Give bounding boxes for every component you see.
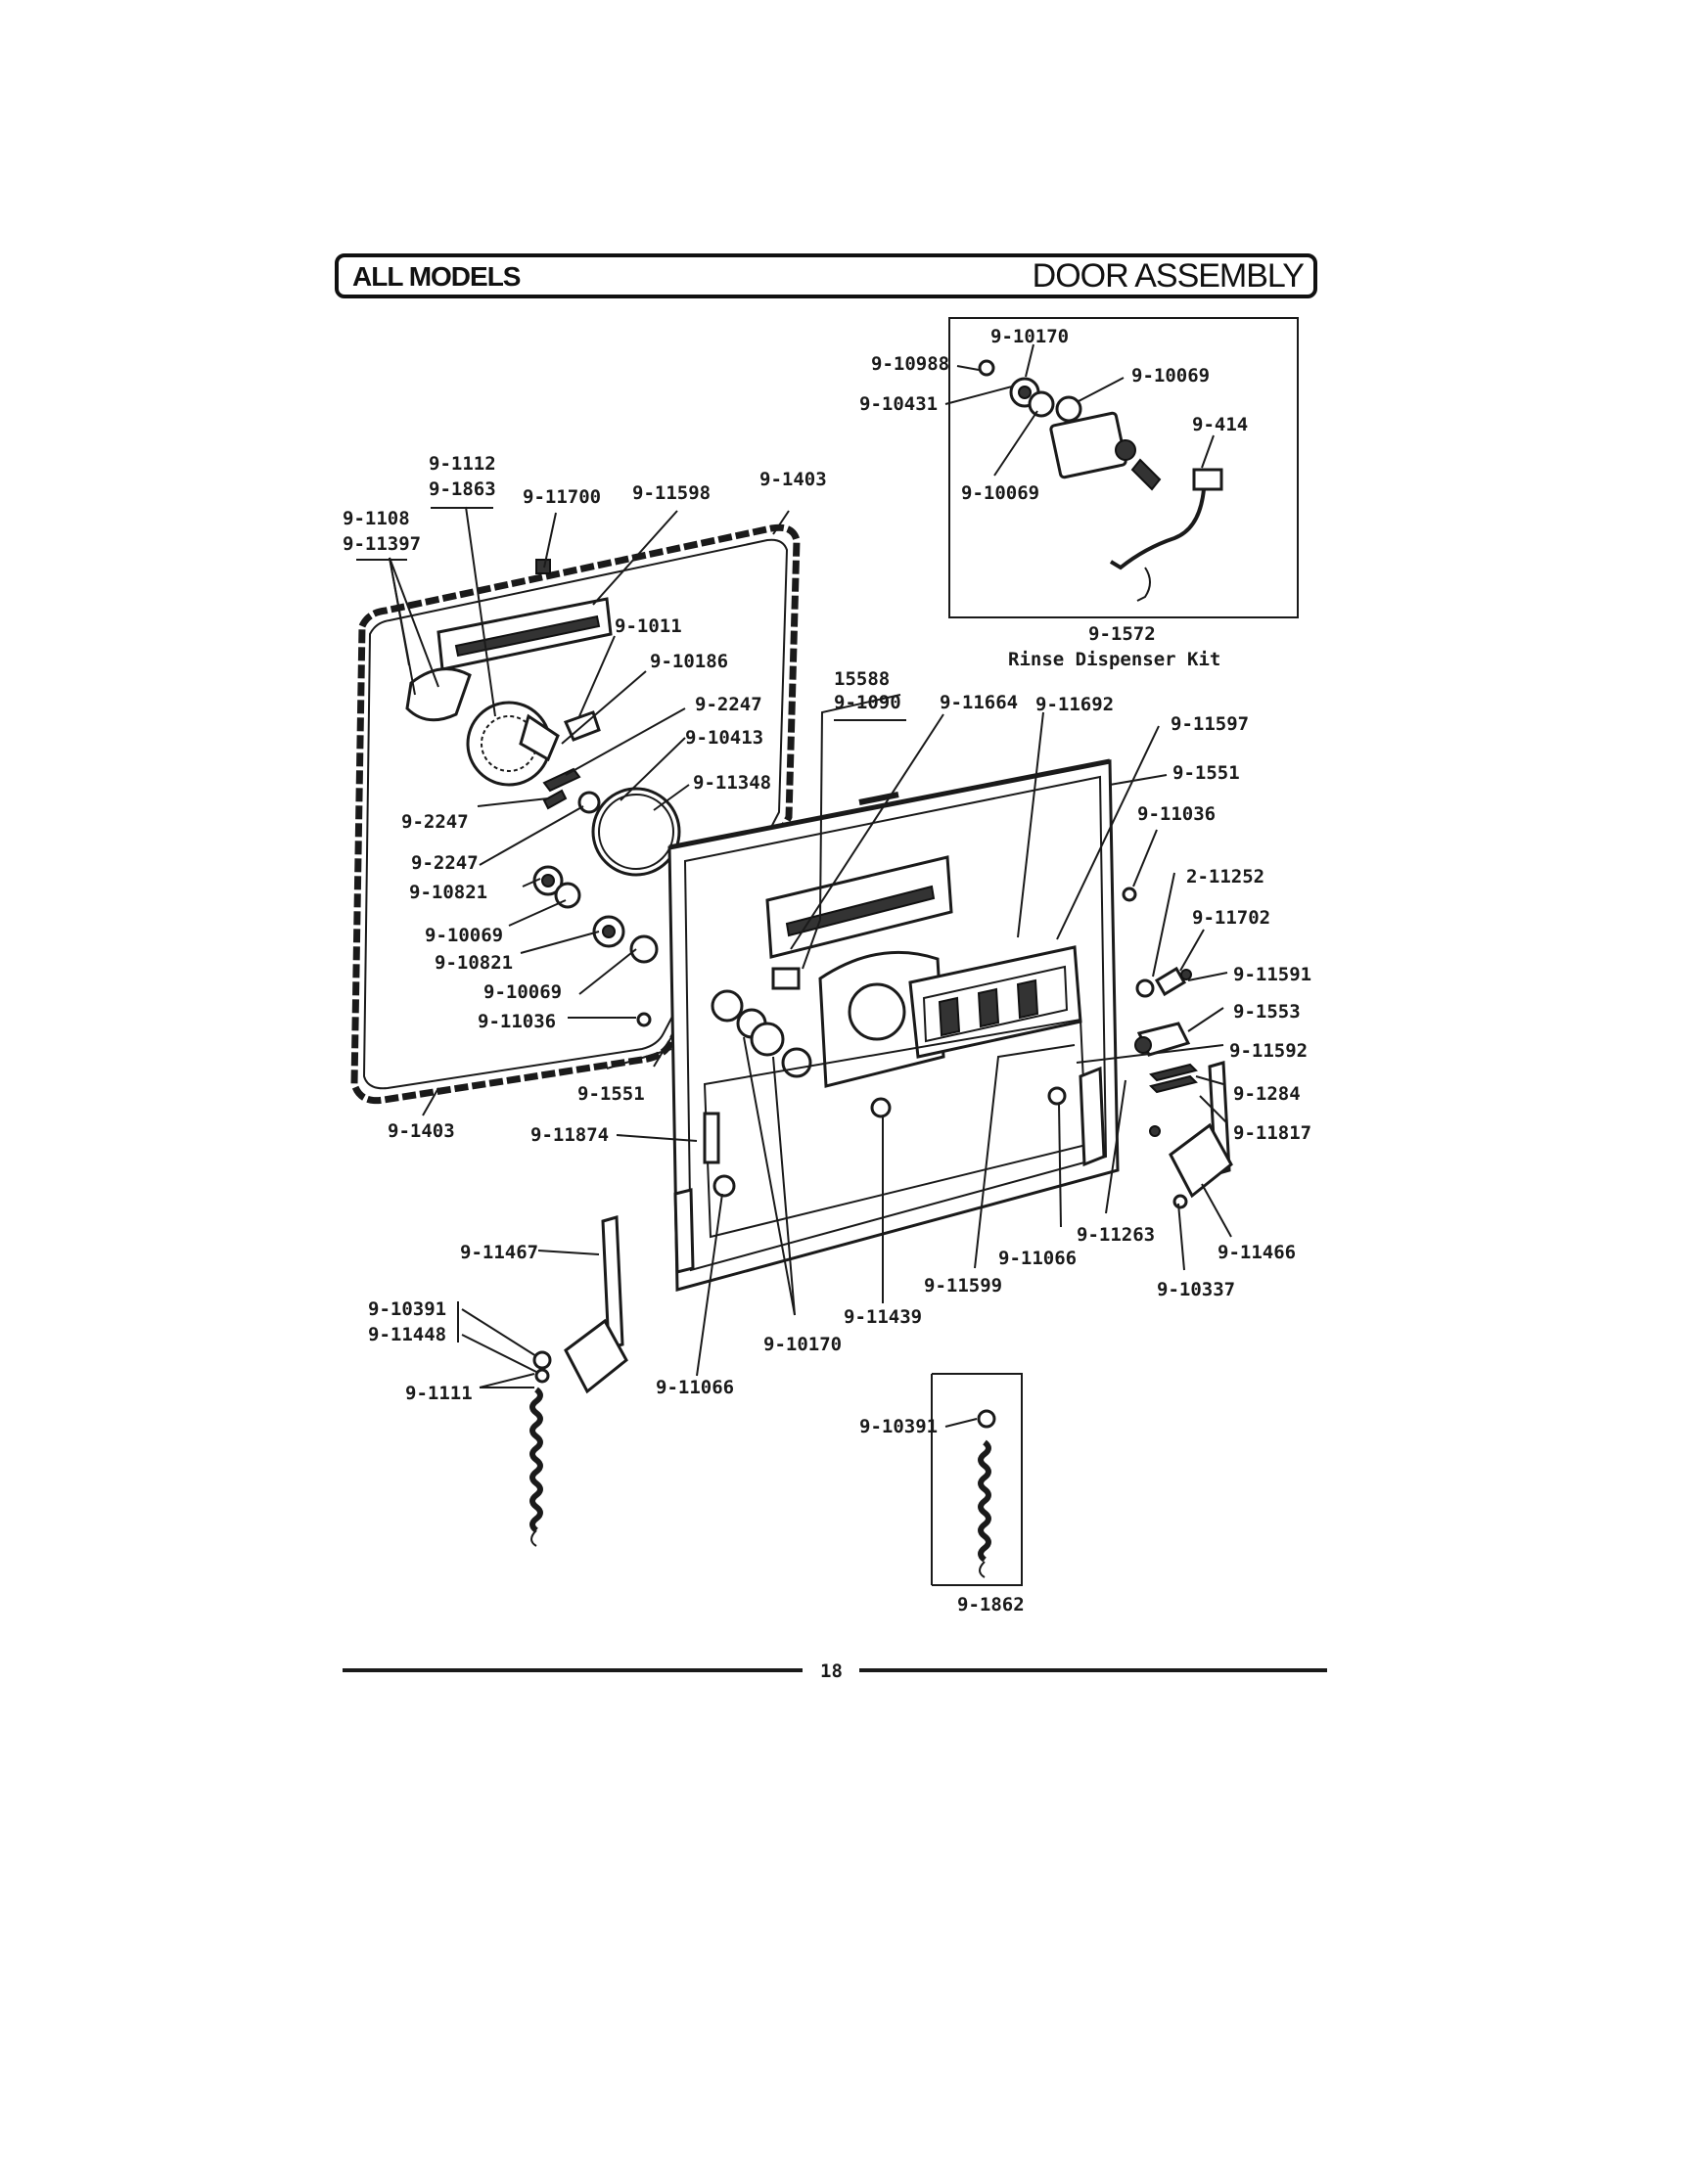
- part-label: 9-11597: [1171, 713, 1249, 735]
- part-label: 9-2247: [411, 852, 479, 874]
- part-label: 9-11664: [940, 692, 1018, 713]
- kit-part-number: 9-1572: [1088, 623, 1156, 645]
- part-label: 9-11598: [632, 482, 711, 504]
- part-label: 9-1863: [429, 478, 496, 500]
- door-spring: [529, 1387, 543, 1533]
- part-label: 9-2247: [401, 811, 469, 833]
- knob-part: [405, 667, 472, 722]
- part-label: 9-11448: [368, 1324, 446, 1345]
- dispenser-body-part: [1049, 411, 1127, 479]
- part-label: 9-10186: [650, 651, 728, 672]
- actuator-part: [1130, 458, 1162, 491]
- part-label: 9-11397: [343, 533, 421, 555]
- part-label: 9-11467: [460, 1242, 538, 1263]
- part-label: 9-11466: [1218, 1242, 1296, 1263]
- part-label: 9-1111: [405, 1383, 473, 1404]
- inner-door-liner: [667, 758, 1120, 1292]
- part-label: 9-11263: [1077, 1224, 1155, 1246]
- hinge-left: [601, 1215, 624, 1350]
- spring-kit-spring: [978, 1439, 991, 1563]
- part-label: 9-11700: [523, 486, 601, 508]
- part-label: 9-11439: [844, 1306, 922, 1328]
- part-label: 9-1011: [615, 615, 682, 637]
- part-label: 9-1112: [429, 453, 496, 475]
- part-label: 9-1108: [343, 508, 410, 529]
- part-label: 9-10337: [1157, 1279, 1235, 1300]
- part-label: 9-10988: [871, 353, 949, 375]
- part-label: 9-11036: [478, 1011, 556, 1032]
- part-label: 9-11591: [1233, 964, 1311, 985]
- part-label: 9-10170: [763, 1334, 842, 1355]
- part-label: 9-11592: [1229, 1040, 1308, 1062]
- part-label: 9-10170: [990, 326, 1069, 347]
- part-label: 9-1551: [1172, 762, 1240, 784]
- kit-part-number: 9-1862: [957, 1594, 1025, 1615]
- vent-part: [703, 1112, 720, 1164]
- spring-part: [542, 767, 581, 793]
- wire-lead: [1109, 488, 1206, 570]
- part-label: 9-1403: [759, 469, 827, 490]
- spring-kit-inset: 9-10391 9-1862: [859, 1373, 1025, 1615]
- part-label: 9-11348: [693, 772, 771, 794]
- part-label: 9-10069: [483, 981, 562, 1003]
- part-label: 9-11692: [1035, 694, 1114, 715]
- part-label: 9-11066: [656, 1377, 734, 1398]
- part-label: 15588: [834, 668, 890, 690]
- kit-caption: Rinse Dispenser Kit: [1008, 649, 1220, 670]
- part-label: 9-11817: [1233, 1122, 1311, 1144]
- part-label: 9-1090: [834, 692, 901, 713]
- part-labels: 9-1112 9-1863 9-11700 9-11598 9-1403 9-1…: [343, 453, 1311, 1404]
- part-label: 9-414: [1192, 414, 1248, 435]
- leader-lines: [356, 506, 1232, 1388]
- left-hinge-spring: [529, 1215, 628, 1547]
- part-label: 9-2247: [695, 694, 762, 715]
- latch-assembly: [1122, 887, 1233, 1209]
- part-label: 9-10413: [685, 727, 763, 749]
- part-label: 9-11066: [998, 1248, 1077, 1269]
- gasket-part: [1055, 395, 1082, 423]
- part-label: 9-1284: [1233, 1083, 1301, 1105]
- gasket-part: [1028, 390, 1055, 418]
- part-label: 9-1553: [1233, 1001, 1301, 1023]
- part-label: 9-10431: [859, 393, 938, 415]
- part-label: 9-11702: [1192, 907, 1270, 929]
- part-label: 2-11252: [1186, 866, 1264, 887]
- header-section-title: DOOR ASSEMBLY: [1032, 257, 1305, 295]
- page-number: 18: [820, 1661, 843, 1682]
- part-label: 9-10821: [435, 952, 513, 974]
- part-label: 9-11036: [1137, 803, 1216, 825]
- screw-part: [535, 559, 551, 574]
- part-label: 9-10069: [425, 925, 503, 946]
- hinge-right: [1169, 1122, 1233, 1199]
- latch-spring: [1149, 1063, 1198, 1082]
- page-footer: 18: [343, 1661, 1327, 1682]
- part-label: 9-10391: [368, 1298, 446, 1320]
- part-label: 9-1551: [577, 1083, 645, 1105]
- rinse-dispenser-kit-inset: 9-10170 9-10988 9-10069 9-10431 9-414 9-…: [859, 317, 1299, 670]
- part-label: 9-11599: [924, 1275, 1002, 1297]
- part-label: 9-11874: [530, 1124, 609, 1146]
- part-label: 9-10069: [961, 482, 1039, 504]
- header-bar: ALL MODELS DOOR ASSEMBLY: [335, 253, 1317, 298]
- header-models-label: ALL MODELS: [352, 261, 521, 292]
- part-label: 9-10069: [1131, 365, 1210, 387]
- seal-ring-part: [591, 787, 681, 877]
- part-label: 9-10391: [859, 1416, 938, 1437]
- bracket-part: [1192, 468, 1223, 491]
- part-label: 9-1403: [388, 1120, 455, 1142]
- screw-part: [978, 359, 995, 377]
- part-label: 9-10821: [409, 882, 487, 903]
